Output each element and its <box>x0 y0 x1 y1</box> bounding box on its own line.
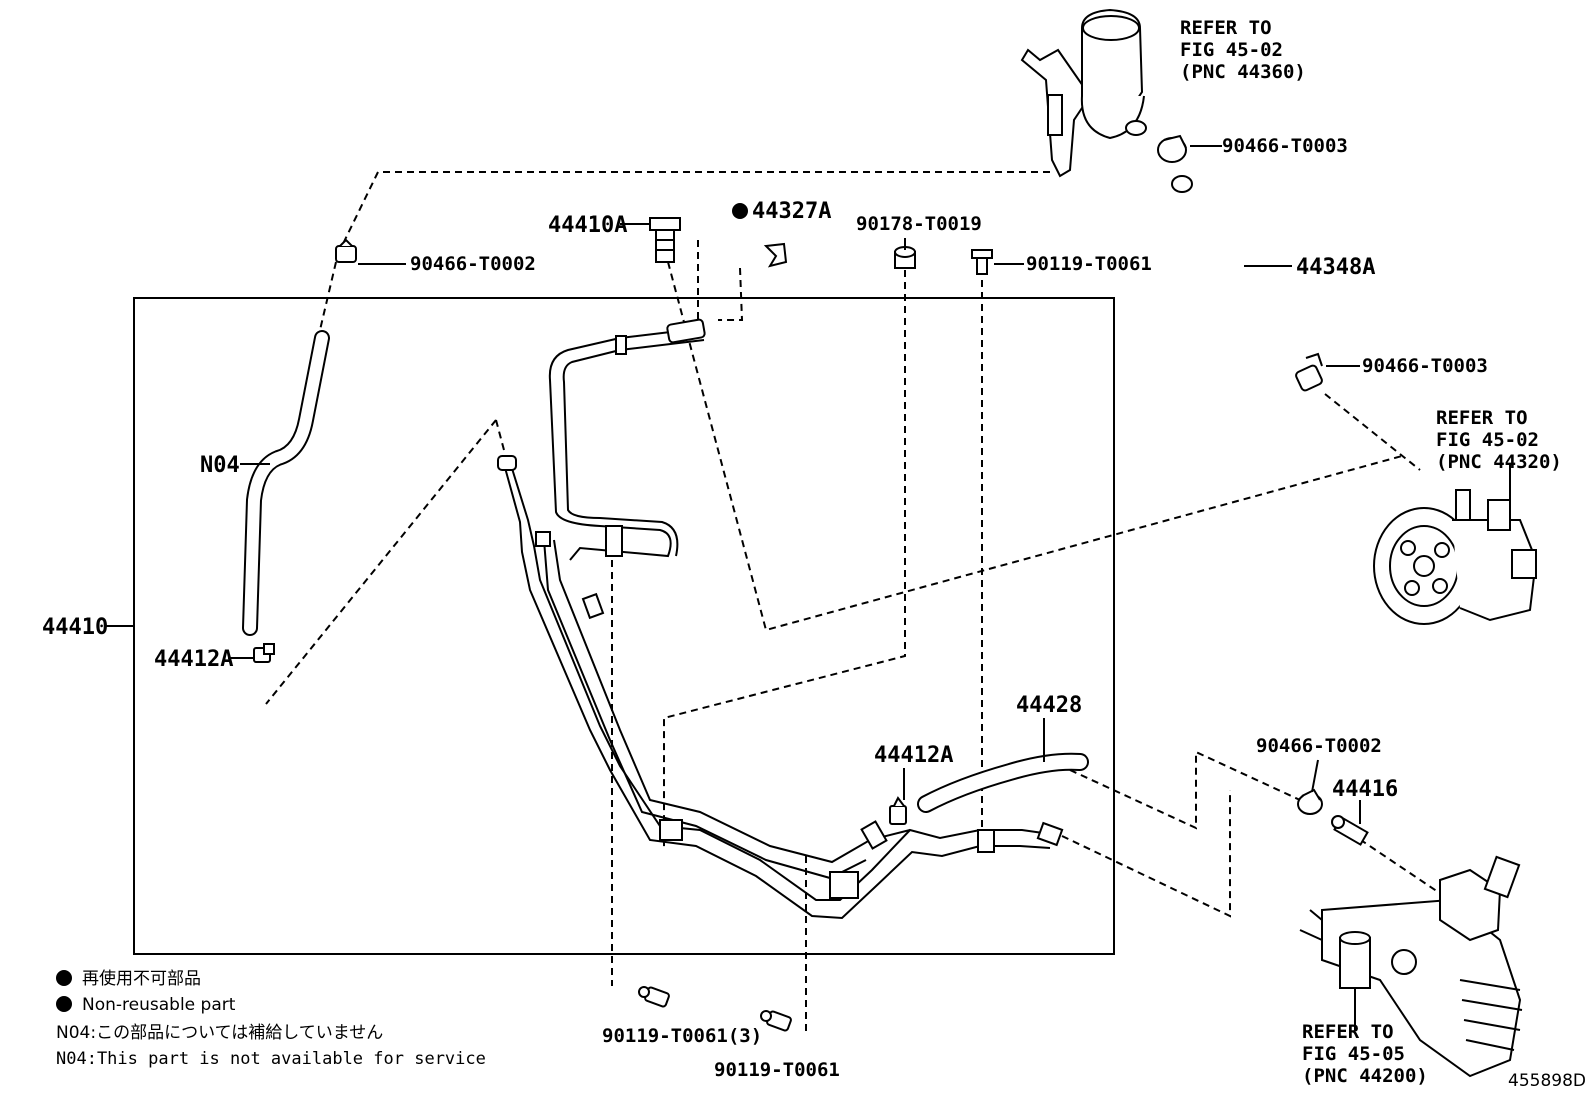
part-number-clamp-rack: 90466-T0002 <box>1256 735 1382 757</box>
clamp-icon <box>889 796 907 825</box>
legend: 再使用不可部品 Non-reusable part N04:この部品については補… <box>56 968 486 1069</box>
part-number-hose-44348a: 44348A <box>1296 255 1375 280</box>
union-bolt-icon <box>649 217 681 263</box>
svg-text:REFER TO: REFER TO <box>1436 407 1528 429</box>
pressure-tube-icon <box>497 318 1064 920</box>
part-number-union-bolt: 44410A <box>548 213 627 238</box>
non-reusable-dot <box>56 996 72 1012</box>
hose-44348a-icon <box>1171 175 1295 367</box>
clamp-icon <box>253 643 275 663</box>
steering-rack-icon <box>1299 855 1523 1078</box>
svg-text:(PNC 44200): (PNC 44200) <box>1302 1065 1428 1087</box>
nut-icon <box>894 246 916 269</box>
pump-icon <box>1373 489 1538 625</box>
part-number-clamp-top-right: 90466-T0003 <box>1222 135 1348 157</box>
reservoir-icon <box>1020 8 1147 178</box>
bolt-icon <box>971 249 993 275</box>
assembly-frame <box>133 297 1115 955</box>
svg-text:(PNC 44360): (PNC 44360) <box>1180 61 1306 83</box>
svg-text:FIG 45-05: FIG 45-05 <box>1302 1043 1405 1065</box>
part-number-bolt-bottom-left: 90119-T0061(3) <box>602 1025 762 1047</box>
leader-line <box>1311 759 1319 793</box>
hose-n04-icon <box>242 330 330 636</box>
svg-text:REFER TO: REFER TO <box>1180 17 1272 39</box>
non-reusable-dot <box>732 203 748 219</box>
non-reusable-dot <box>56 970 72 986</box>
legend-non-reusable-jp: 再使用不可部品 <box>82 968 201 989</box>
part-number-union-44416: 44416 <box>1332 777 1398 802</box>
part-number-hose-n04: N04 <box>200 453 240 478</box>
part-number-bolt-bottom: 90119-T0061 <box>714 1059 840 1081</box>
gasket-icon <box>763 242 788 268</box>
svg-text:FIG 45-02: FIG 45-02 <box>1436 429 1539 451</box>
refer-reservoir-label: REFER TO FIG 45-02 (PNC 44360) <box>1180 17 1306 83</box>
bolt-icon <box>760 1010 792 1032</box>
part-number-clamp-mid-right: 90466-T0003 <box>1362 355 1488 377</box>
part-number-hose-44428: 44428 <box>1016 693 1082 718</box>
clamp-icon <box>1157 134 1187 163</box>
legend-n04-note-jp: N04:この部品については補給していません <box>56 1023 383 1043</box>
part-number-gasket: 44327A <box>752 199 831 224</box>
svg-text:(PNC 44320): (PNC 44320) <box>1436 451 1562 473</box>
part-number-bolt-top: 90119-T0061 <box>1026 253 1152 275</box>
clamp-icon <box>1295 352 1323 392</box>
part-number-clamp-left: 44412A <box>154 647 233 672</box>
legend-non-reusable-en: Non-reusable part <box>82 995 236 1015</box>
clamp-icon <box>335 238 357 263</box>
svg-text:REFER TO: REFER TO <box>1302 1021 1394 1043</box>
union-icon <box>1331 815 1369 846</box>
refer-pump-label: REFER TO FIG 45-02 (PNC 44320) <box>1436 407 1562 473</box>
bolt-icon <box>638 986 670 1008</box>
figure-id: 455898D <box>1508 1071 1586 1091</box>
svg-text:FIG 45-02: FIG 45-02 <box>1180 39 1283 61</box>
part-number-clamp-center: 44412A <box>874 743 953 768</box>
refer-rack-label: REFER TO FIG 45-05 (PNC 44200) <box>1302 1021 1428 1087</box>
part-number-tube-assy: 44410 <box>42 615 108 640</box>
legend-n04-note-en: N04:This part is not available for servi… <box>56 1049 486 1069</box>
part-number-nut: 90178-T0019 <box>856 213 982 235</box>
dashed-leaders <box>265 171 1451 1036</box>
part-number-clamp-top-left: 90466-T0002 <box>410 253 536 275</box>
clamp-icon <box>1297 788 1323 815</box>
hose-44428-icon <box>917 752 1089 813</box>
